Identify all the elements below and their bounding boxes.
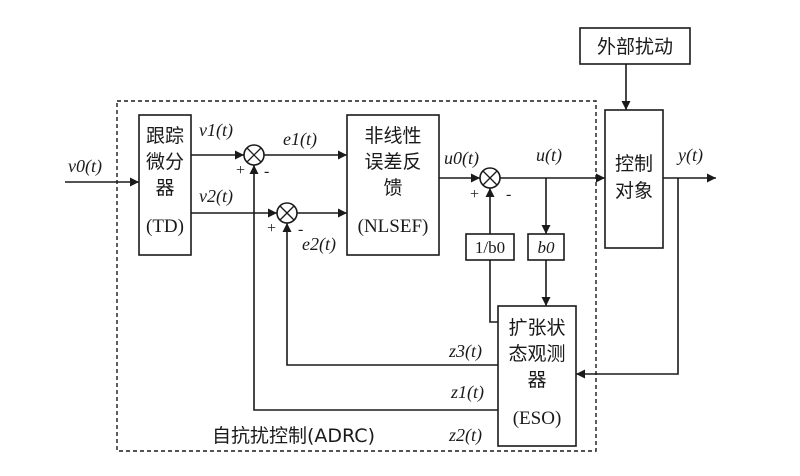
e2-label: e2(t) <box>302 234 336 255</box>
z3-label: z3(t) <box>448 341 482 362</box>
u0-label: u0(t) <box>444 148 479 169</box>
z2-label: z2(t) <box>448 425 482 446</box>
y-feedback-to-eso-arrow <box>576 178 679 379</box>
svg-text:扩张状: 扩张状 <box>508 317 565 339</box>
sum3-minus-sign: - <box>506 186 511 203</box>
sum2-minus-sign: - <box>298 221 303 238</box>
sum3-plus-sign: + <box>470 186 479 203</box>
td-block: 跟踪 微分 器 (TD) <box>138 114 192 256</box>
disturbance-block: 外部扰动 <box>579 27 691 65</box>
svg-text:b0: b0 <box>538 238 556 257</box>
b0-gain-block: b0 <box>527 233 565 261</box>
svg-text:非线性: 非线性 <box>364 125 421 147</box>
svg-text:1/b0: 1/b0 <box>475 238 505 257</box>
z1-feedback-arrow <box>282 223 498 366</box>
e1-label: e1(t) <box>283 129 317 150</box>
sum1-plus-sign: + <box>236 162 245 179</box>
svg-text:跟踪: 跟踪 <box>146 125 184 147</box>
z2-feedback-arrow <box>249 165 498 411</box>
sum-junction-3 <box>479 167 501 189</box>
sum2-plus-sign: + <box>267 220 276 237</box>
adrc-region-label: 自抗扰控制(ADRC) <box>212 425 375 447</box>
sum-junction-2 <box>276 202 298 224</box>
svg-text:器: 器 <box>527 369 546 391</box>
z3-to-inverse-b0-path <box>489 260 498 323</box>
y-label: y(t) <box>676 145 703 166</box>
svg-text:态观测: 态观测 <box>508 343 565 365</box>
svg-text:外部扰动: 外部扰动 <box>597 36 673 58</box>
sum-junction-1 <box>243 144 265 166</box>
v0-label: v0(t) <box>68 156 102 177</box>
v1-label: v1(t) <box>199 120 233 141</box>
z1-label: z1(t) <box>450 382 484 403</box>
eso-block: 扩张状 态观测 器 (ESO) <box>497 305 577 447</box>
plant-block: 控制 对象 <box>604 109 664 249</box>
svg-text:微分: 微分 <box>146 151 184 173</box>
svg-text:控制: 控制 <box>615 153 653 175</box>
adrc-region-boundary <box>116 100 597 452</box>
svg-text:(NLSEF): (NLSEF) <box>358 216 429 237</box>
svg-text:馈: 馈 <box>383 177 402 199</box>
svg-text:(ESO): (ESO) <box>513 408 562 429</box>
nlsef-block: 非线性 误差反 馈 (NLSEF) <box>346 114 440 256</box>
inverse-b0-gain-block: 1/b0 <box>465 233 515 261</box>
svg-text:(TD): (TD) <box>146 216 184 237</box>
v2-label: v2(t) <box>199 186 233 207</box>
svg-text:误差反: 误差反 <box>364 151 421 173</box>
svg-text:对象: 对象 <box>615 180 653 202</box>
u-label: u(t) <box>536 145 562 166</box>
sum1-minus-sign: - <box>264 163 269 180</box>
svg-text:器: 器 <box>155 177 174 199</box>
